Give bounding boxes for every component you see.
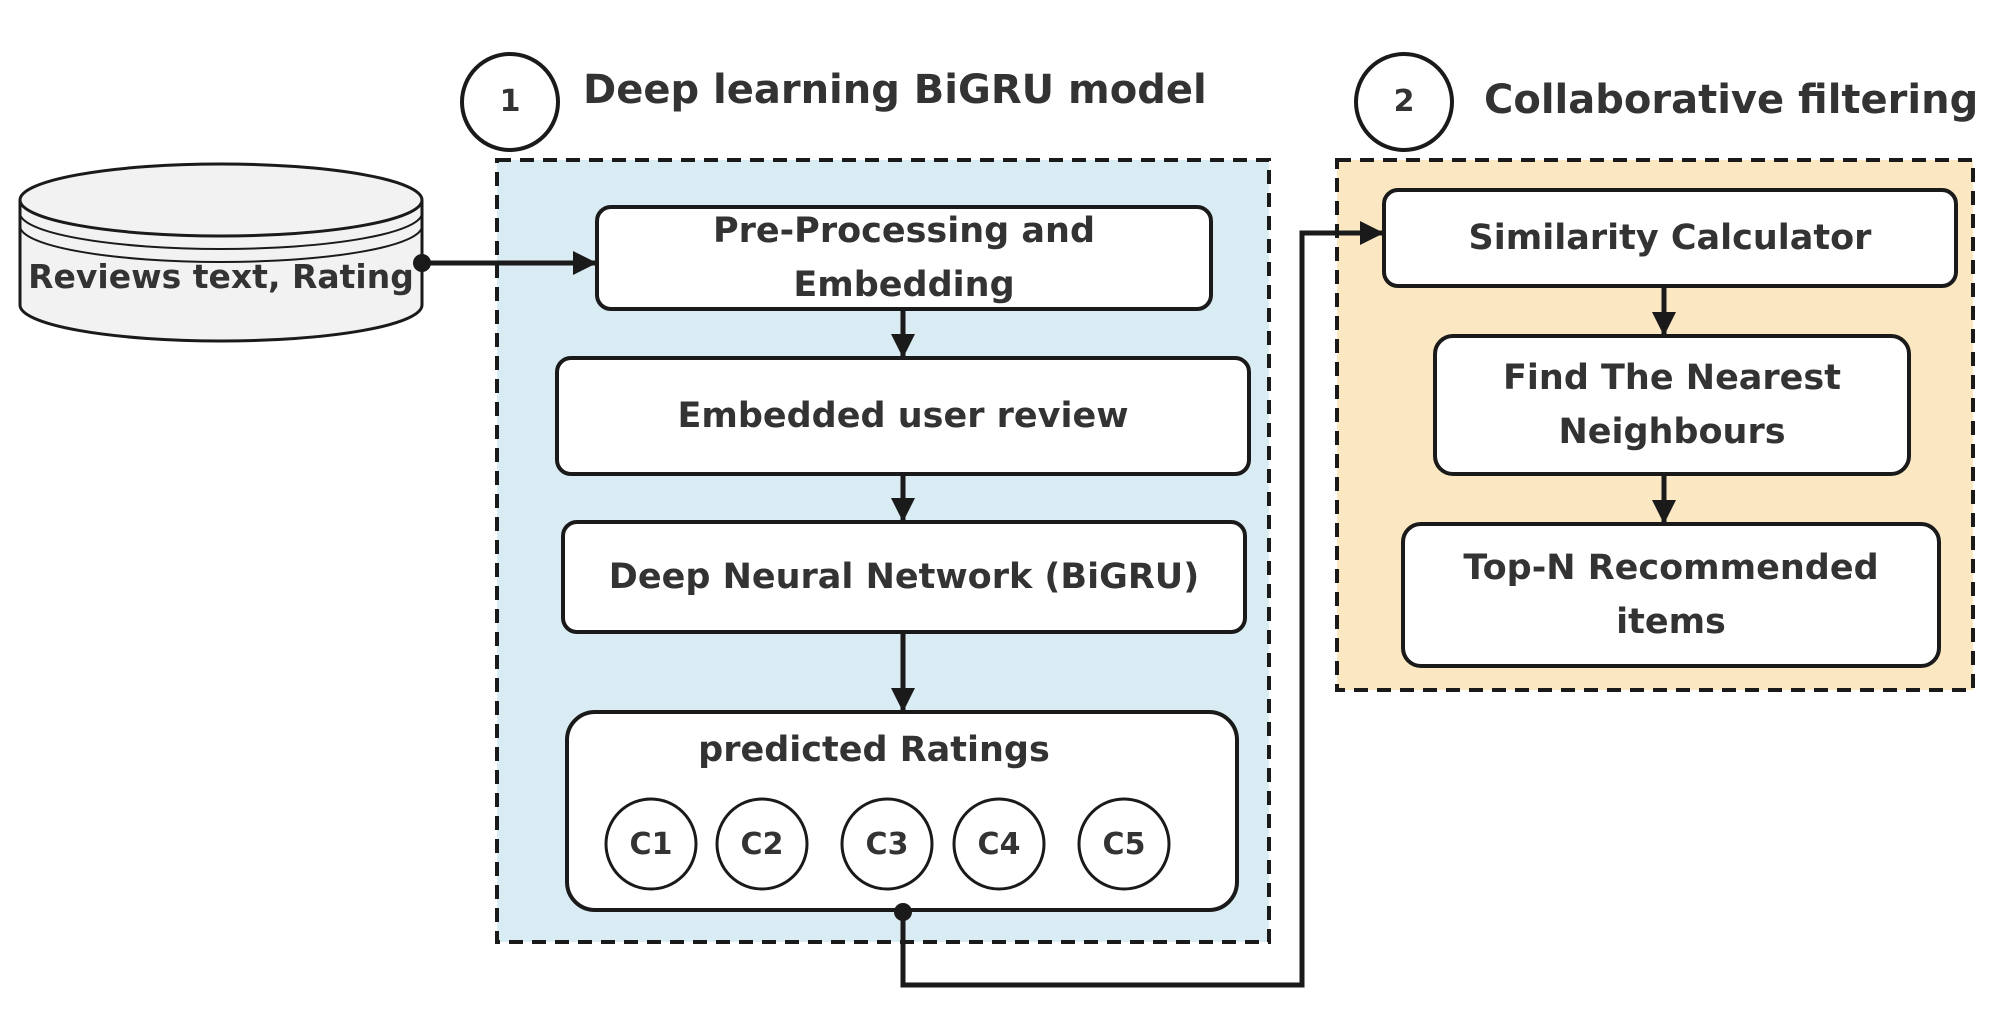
label-pre-processing: Pre-Processing and Embedding [712, 211, 1096, 305]
class-circle-c2 [715, 797, 809, 891]
database-cylinder [18, 162, 424, 343]
label-c4: C4 [977, 826, 1021, 862]
box-similarity-calculator [1382, 188, 1958, 288]
label-nearest-neighbours: Find The Nearest Neighbours [1503, 358, 1841, 452]
class-circle-c4 [952, 797, 1046, 891]
step-number-circle-1 [460, 52, 560, 152]
label-deep-neural-network: Deep Neural Network (BiGRU) [608, 557, 1200, 597]
panel-title-collaborative-filtering: Collaborative filtering [1484, 77, 1979, 123]
box-top-n-items [1401, 522, 1941, 668]
arrow-predicted-to-similarity [894, 221, 1384, 988]
panel-title-deep-learning: Deep learning BiGRU model [583, 67, 1207, 113]
arrow-database-to-preprocessing [413, 251, 597, 275]
step-number-circle-2 [1354, 52, 1454, 152]
step-number-1: 1 [499, 84, 521, 119]
class-circle-c3 [840, 797, 934, 891]
class-circle-c1 [604, 797, 698, 891]
label-top-n-items: Top-N Recommended items [1463, 548, 1879, 642]
box-nearest-neighbours [1433, 334, 1911, 476]
label-predicted-ratings: predicted Ratings [698, 730, 1050, 770]
database-label: Reviews text, Rating [28, 257, 414, 296]
label-c1: C1 [629, 826, 673, 862]
label-c2: C2 [740, 826, 784, 862]
class-circles [604, 797, 1171, 891]
class-circle-c5 [1077, 797, 1171, 891]
step-number-2: 2 [1393, 84, 1415, 119]
label-similarity-calculator: Similarity Calculator [1468, 218, 1872, 258]
label-c3: C3 [865, 826, 909, 862]
label-c5: C5 [1102, 826, 1146, 862]
label-embedded-user-review: Embedded user review [677, 396, 1129, 436]
